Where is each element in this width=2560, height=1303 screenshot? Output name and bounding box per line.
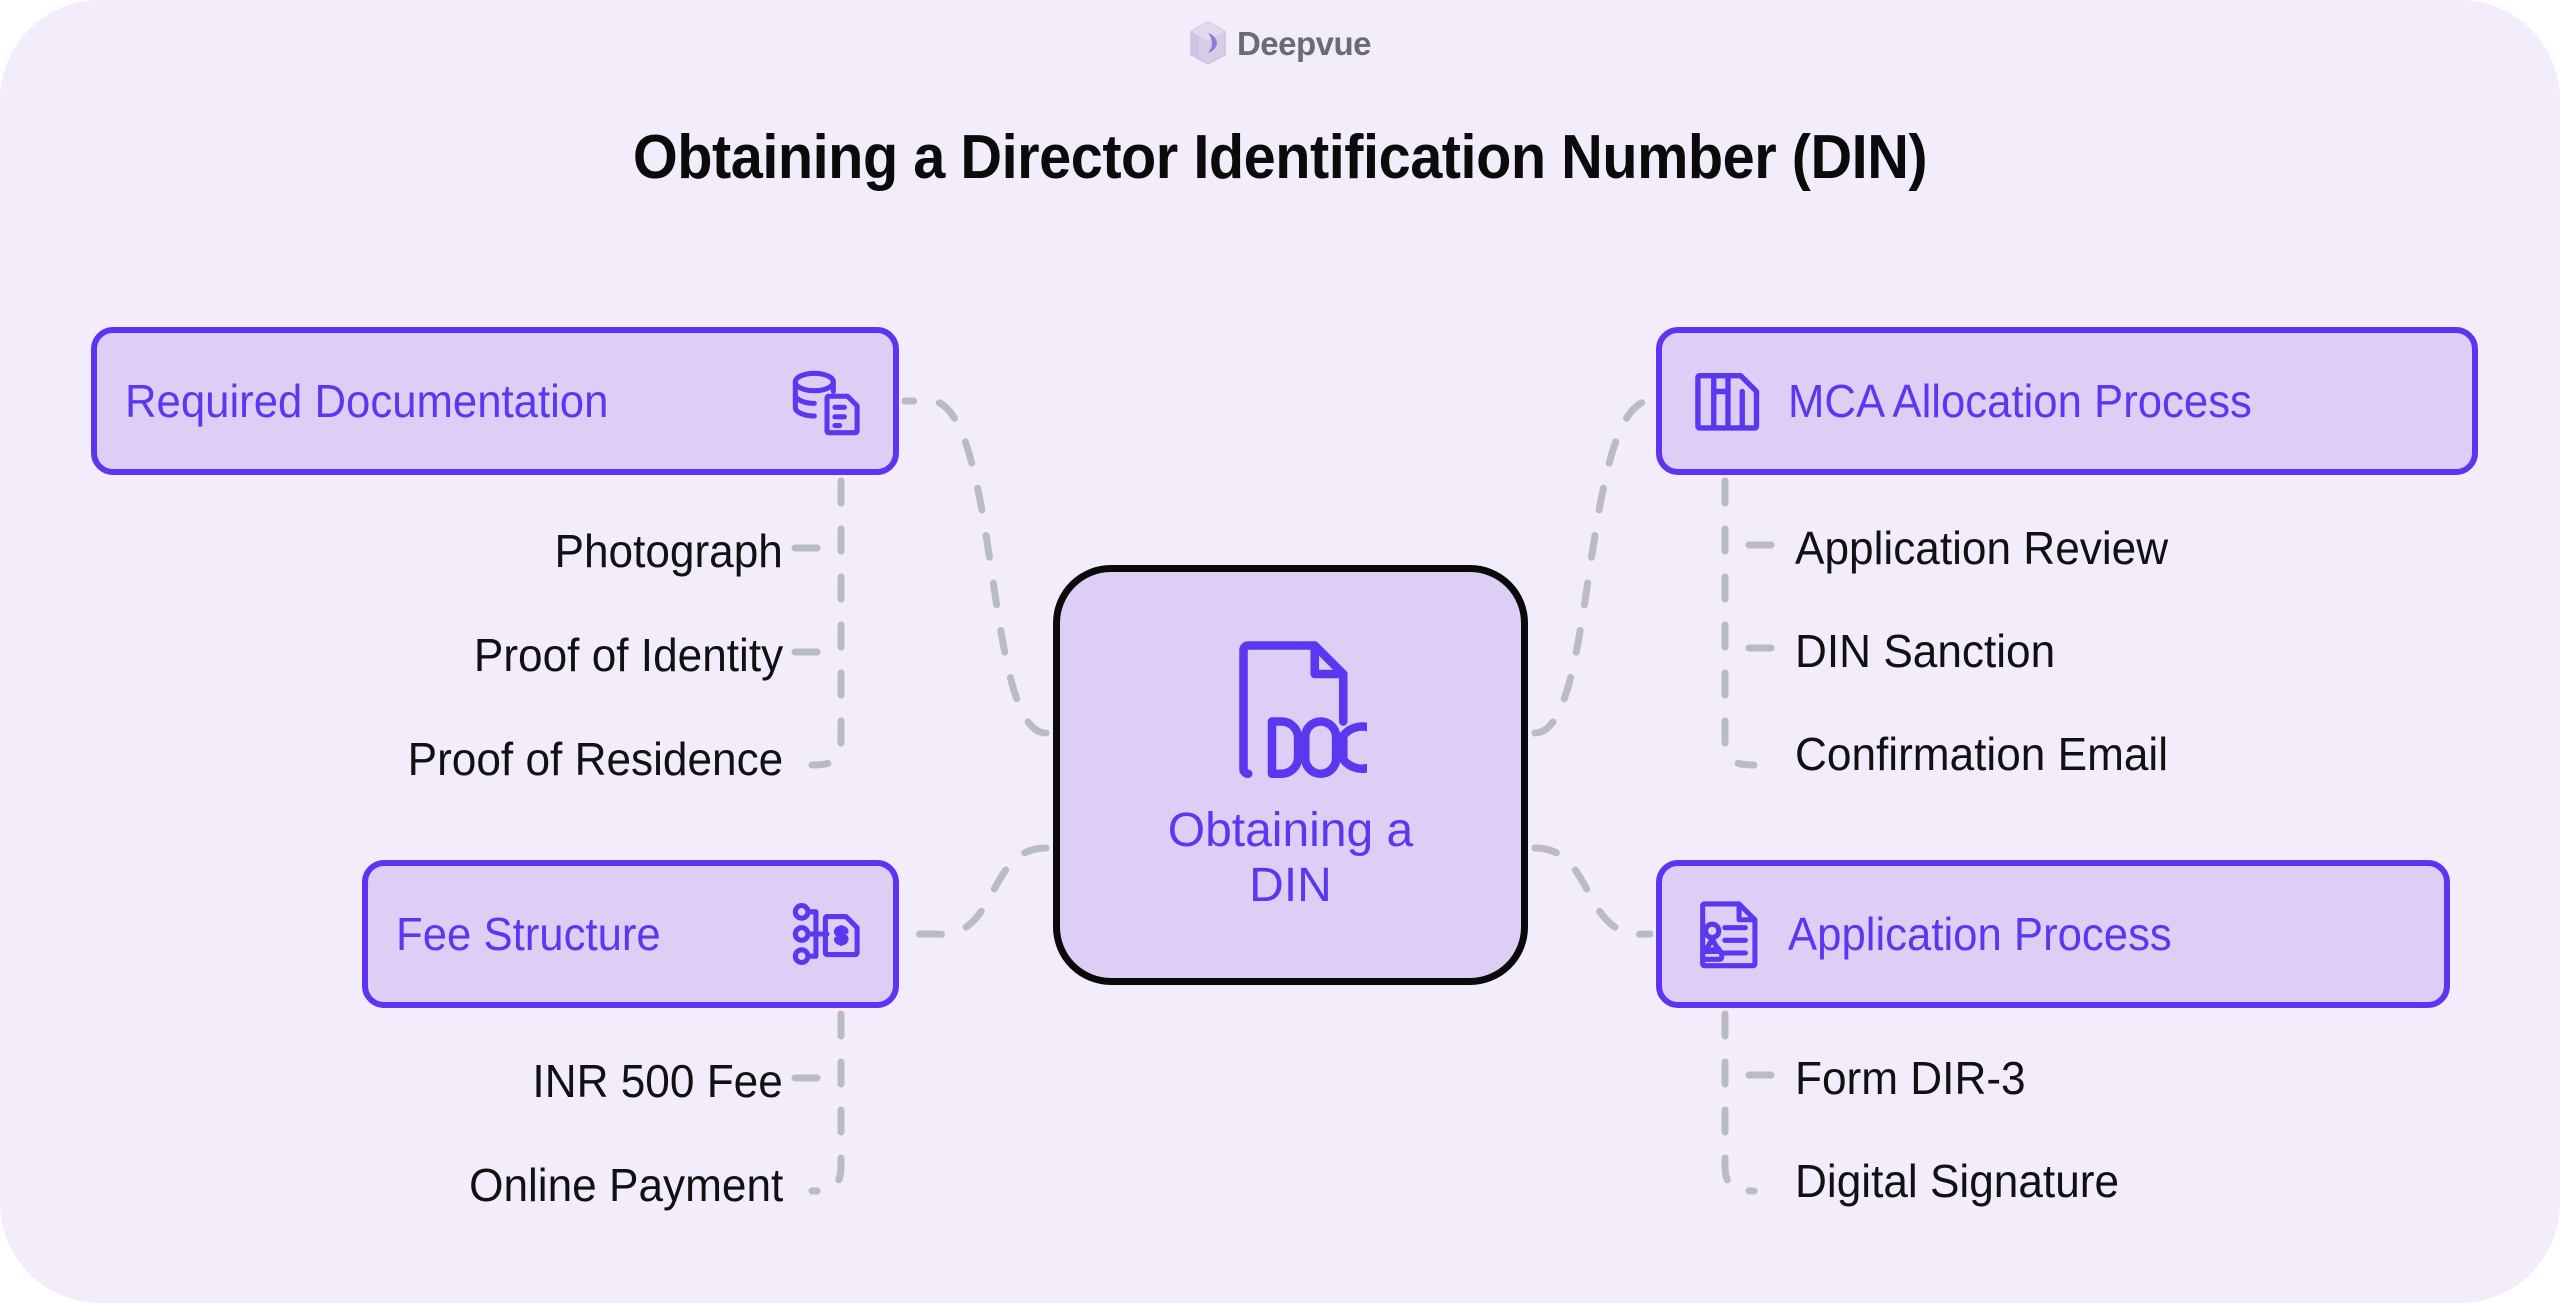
leaf-online-payment: Online Payment [468, 1159, 783, 1211]
document-bars-icon [1690, 363, 1766, 439]
spine-required [808, 477, 845, 769]
branch-node-mca-allocation-process[interactable]: MCA Allocation Process [1656, 327, 2478, 475]
fee-nodes-dollar-document-icon [789, 896, 865, 972]
doc-file-icon [1215, 636, 1367, 788]
leaf-confirmation-email: Confirmation Email [1795, 728, 2169, 780]
branch-label: Required Documentation [125, 375, 609, 427]
branch-label: Application Process [1788, 908, 2172, 960]
link-center-required [901, 397, 1050, 737]
branch-node-application-process[interactable]: Application Process [1656, 860, 2450, 1008]
document-person-stamp-icon [1690, 896, 1766, 972]
link-center-mca [1531, 397, 1654, 737]
link-center-application [1531, 844, 1654, 938]
leaf-digital-signature: Digital Signature [1795, 1155, 2120, 1207]
leaf-din-sanction: DIN Sanction [1795, 625, 2056, 677]
spine-mca [1721, 477, 1758, 769]
leaf-photograph: Photograph [554, 525, 783, 577]
page-title: Obtaining a Director Identification Numb… [632, 123, 1928, 192]
leaf-proof-of-residence: Proof of Residence [407, 733, 783, 785]
link-center-fee [901, 844, 1050, 938]
leaf-inr-500-fee: INR 500 Fee [532, 1055, 783, 1107]
spine-fee [808, 1010, 845, 1195]
deepvue-hexagon-logo-icon [1189, 21, 1227, 65]
database-document-icon [789, 363, 865, 439]
leaf-form-dir-3: Form DIR-3 [1795, 1052, 2026, 1104]
branch-node-fee-structure[interactable]: Fee Structure [362, 860, 899, 1008]
branch-node-required-documentation[interactable]: Required Documentation [91, 327, 899, 475]
spine-application [1721, 1010, 1758, 1195]
brand-name: Deepvue [1236, 24, 1372, 62]
branch-label: MCA Allocation Process [1788, 375, 2252, 427]
branch-label: Fee Structure [396, 908, 661, 960]
brand-header: Deepvue [0, 20, 2560, 66]
leaf-application-review: Application Review [1795, 522, 2169, 574]
center-node-obtaining-a-din[interactable]: Obtaining a DIN [1053, 565, 1528, 985]
center-node-label: Obtaining a DIN [1167, 804, 1414, 912]
leaf-proof-of-identity: Proof of Identity [473, 629, 783, 681]
